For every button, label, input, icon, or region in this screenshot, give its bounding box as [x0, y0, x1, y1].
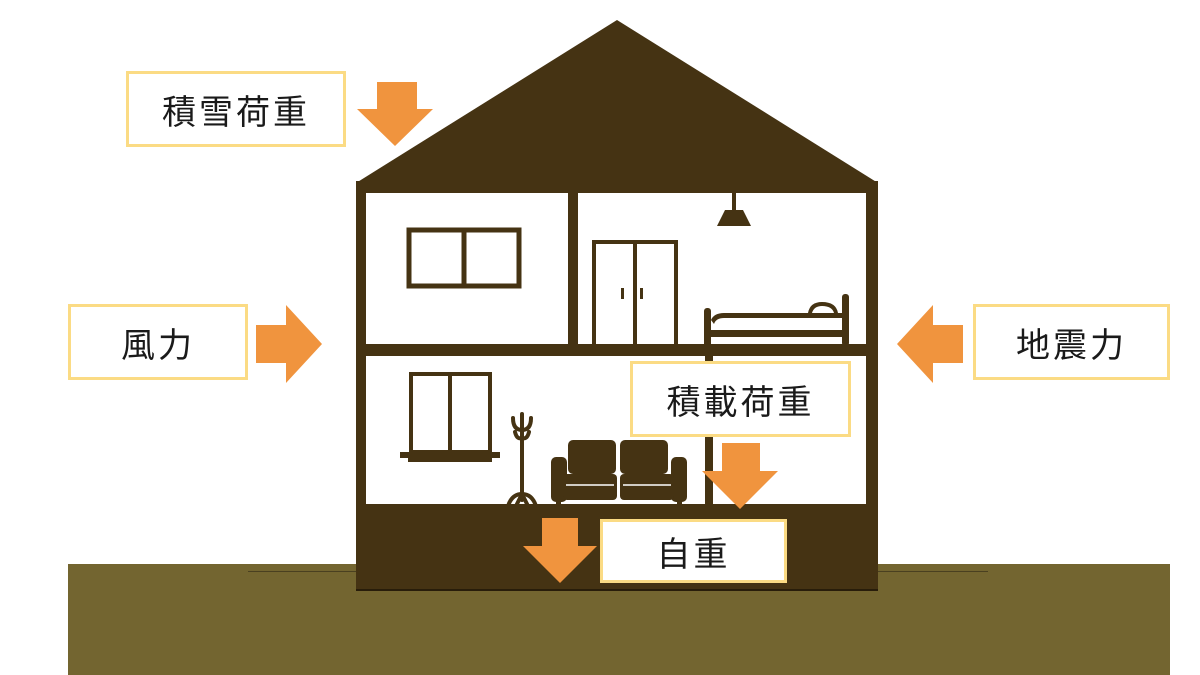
- wind-force-label: 風力: [68, 304, 248, 380]
- roof: [356, 20, 878, 183]
- wind-force-arrow-icon: [256, 305, 322, 383]
- live-load-label: 積載荷重: [630, 361, 851, 437]
- seismic-force-label: 地震力: [973, 304, 1170, 380]
- upper-floor-right-room: [578, 193, 866, 344]
- snow-load-arrow-icon: [357, 82, 433, 146]
- lower-window-icon: [400, 372, 500, 462]
- wind-force-text: 風力: [121, 325, 195, 366]
- snow-load-text: 積雪荷重: [162, 92, 310, 133]
- upper-window-icon: [406, 227, 522, 289]
- ceiling-lamp-icon: [717, 193, 751, 226]
- dead-load-label: 自重: [600, 519, 787, 583]
- upper-floor-left-room: [366, 193, 568, 344]
- seismic-force-text: 地震力: [1016, 325, 1127, 366]
- seismic-force-arrow-icon: [897, 305, 963, 383]
- bed-icon: [704, 294, 849, 356]
- sofa-icon: [551, 440, 687, 506]
- snow-load-label: 積雪荷重: [126, 71, 346, 147]
- closet-icon: [592, 240, 678, 348]
- dead-load-arrow-icon: [523, 518, 597, 583]
- dead-load-text: 自重: [656, 534, 731, 575]
- live-load-arrow-icon: [702, 443, 778, 509]
- live-load-text: 積載荷重: [666, 382, 815, 423]
